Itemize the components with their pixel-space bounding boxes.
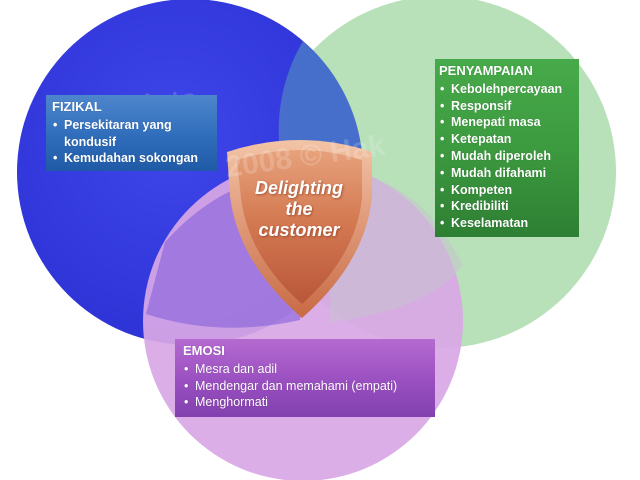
center-label-line: customer [258, 220, 340, 240]
list-item: Mudah difahami [439, 165, 575, 182]
emosi-title: EMOSI [183, 343, 225, 358]
list-item: Mudah diperoleh [439, 148, 575, 165]
list-item: Keboleh­percayaan [439, 81, 575, 98]
emosi-list: Mesra dan adil Mendengar dan memahami (e… [183, 361, 427, 411]
center-shield-inner [237, 150, 362, 304]
list-item: Ketepatan [439, 131, 575, 148]
fizikal-box: FIZIKAL Persekitaran yang kondusif Kemud… [46, 95, 217, 171]
list-item: Kemudahan sokongan [52, 150, 211, 167]
emosi-box: EMOSI Mesra dan adil Mendengar dan memah… [175, 339, 435, 417]
center-label: Delighting the customer [238, 178, 360, 241]
list-item: Persekitaran yang kondusif [52, 117, 211, 151]
penyampaian-list: Keboleh­percayaan Responsif Menepati mas… [439, 81, 575, 232]
fizikal-title: FIZIKAL [52, 99, 102, 114]
fizikal-list: Persekitaran yang kondusif Kemudahan sok… [52, 117, 211, 167]
list-item: Mendengar dan memahami (empati) [183, 378, 427, 395]
penyampaian-title: PENYAMPAIAN [439, 63, 533, 78]
center-label-line: the [285, 199, 313, 219]
list-item: Kredibiliti [439, 198, 575, 215]
list-item: Menepati masa [439, 114, 575, 131]
list-item: Menghormati [183, 394, 427, 411]
list-item: Mesra dan adil [183, 361, 427, 378]
center-label-line: Delighting [255, 178, 343, 198]
penyampaian-box: PENYAMPAIAN Keboleh­percayaan Responsif … [435, 59, 579, 237]
list-item: Keselamatan [439, 215, 575, 232]
list-item: Responsif [439, 98, 575, 115]
list-item: Kompeten [439, 182, 575, 199]
